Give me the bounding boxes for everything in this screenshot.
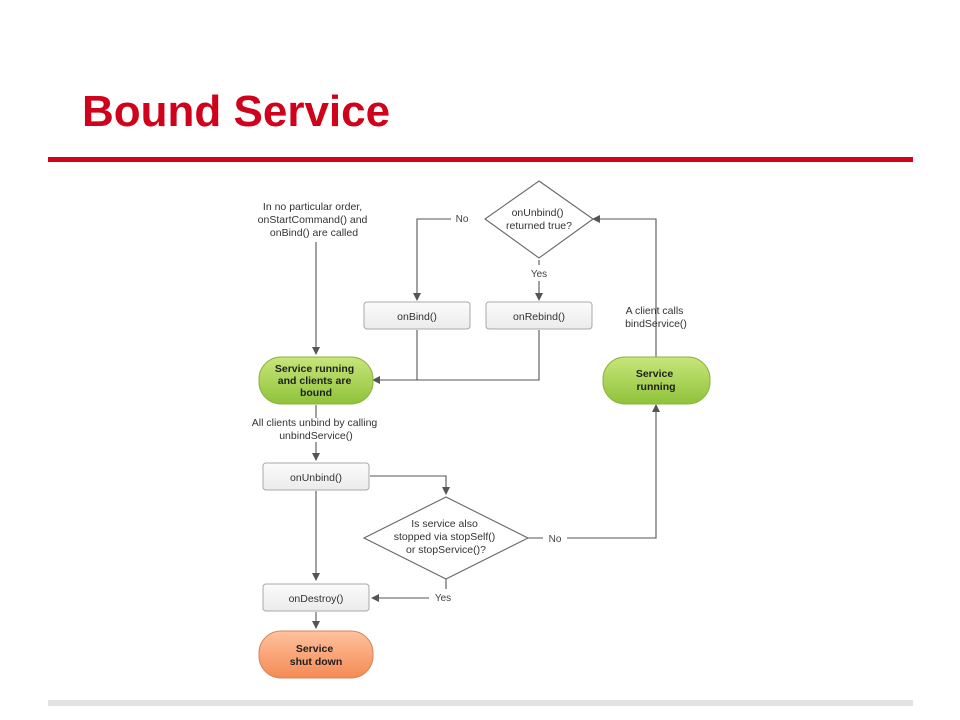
- label-no-bottom: No: [549, 534, 562, 545]
- start-note-line: In no particular order,: [263, 201, 362, 213]
- state-running-bound-line: and clients are: [278, 375, 352, 387]
- state-running-bound: Service running and clients are bound: [258, 356, 374, 405]
- svg-text:onUnbind() returned true: onUnbind() returned true?: [506, 207, 572, 232]
- arrow-running-to-decision: [592, 215, 657, 357]
- decision-onunbind-returned: onUnbind() returned true?: [484, 180, 594, 259]
- arrow-no-to-onbind: [413, 218, 470, 301]
- arrow-onrebind-to-bound: [372, 330, 540, 384]
- state-running-line: Service: [636, 368, 674, 380]
- state-shutdown: Service shut down: [258, 630, 374, 679]
- start-note-line: onBind() are called: [270, 227, 358, 239]
- state-running-bound-line: bound: [300, 387, 332, 399]
- arrow-onunbind-to-decision: [370, 475, 450, 495]
- onunbind-label: onUnbind(): [290, 472, 342, 484]
- state-running-bound-line: Service running: [275, 363, 354, 375]
- decision-bottom-line: Is service also: [411, 518, 478, 530]
- svg-text:Service shut down: Service shut down: [290, 643, 343, 668]
- onbind-label: onBind(): [397, 311, 437, 323]
- label-yes-bottom: Yes: [435, 593, 451, 604]
- client-calls-line: A client calls: [626, 305, 684, 317]
- label-yes-top: Yes: [531, 269, 547, 280]
- start-note: In no particular order, onStartCommand()…: [258, 201, 371, 239]
- decision-top-line: returned true?: [506, 220, 572, 232]
- start-note-line: onStartCommand() and: [258, 214, 368, 226]
- unbind-note-line: unbindService(): [279, 430, 353, 442]
- onunbind-box: onUnbind(): [262, 462, 370, 491]
- label-no-top: No: [456, 214, 469, 225]
- state-shutdown-line: shut down: [290, 656, 343, 668]
- client-calls-note: A client calls bindService(): [625, 305, 687, 330]
- unbind-note: All clients unbind by calling unbindServ…: [252, 417, 380, 442]
- ondestroy-label: onDestroy(): [289, 593, 344, 605]
- onrebind-box: onRebind(): [485, 301, 593, 330]
- decision-bottom-line: stopped via stopSelf(): [394, 531, 496, 543]
- slide-title: Bound Service: [82, 87, 391, 136]
- unbind-note-line: All clients unbind by calling: [252, 417, 378, 429]
- onbind-box: onBind(): [363, 301, 471, 330]
- onrebind-label: onRebind(): [513, 311, 565, 323]
- decision-top-line: onUnbind(): [512, 207, 564, 219]
- title-underline: [48, 157, 913, 162]
- state-running-line: running: [636, 381, 675, 393]
- svg-text:Is service also stopped: Is service also stopped via stopSelf() o…: [394, 518, 498, 556]
- svg-text:Service running: Service running: [636, 368, 676, 393]
- ondestroy-box: onDestroy(): [262, 583, 370, 612]
- decision-bottom-line: or stopService()?: [406, 544, 486, 556]
- arrow-no-to-running: [528, 404, 660, 539]
- svg-text:Service running and clie: Service running and clients are bound: [275, 363, 357, 399]
- decision-service-stopped: Is service also stopped via stopSelf() o…: [362, 496, 530, 580]
- client-calls-line: bindService(): [625, 318, 687, 330]
- state-running: Service running: [602, 356, 711, 405]
- footer-bar: [48, 700, 913, 706]
- state-shutdown-line: Service: [296, 643, 334, 655]
